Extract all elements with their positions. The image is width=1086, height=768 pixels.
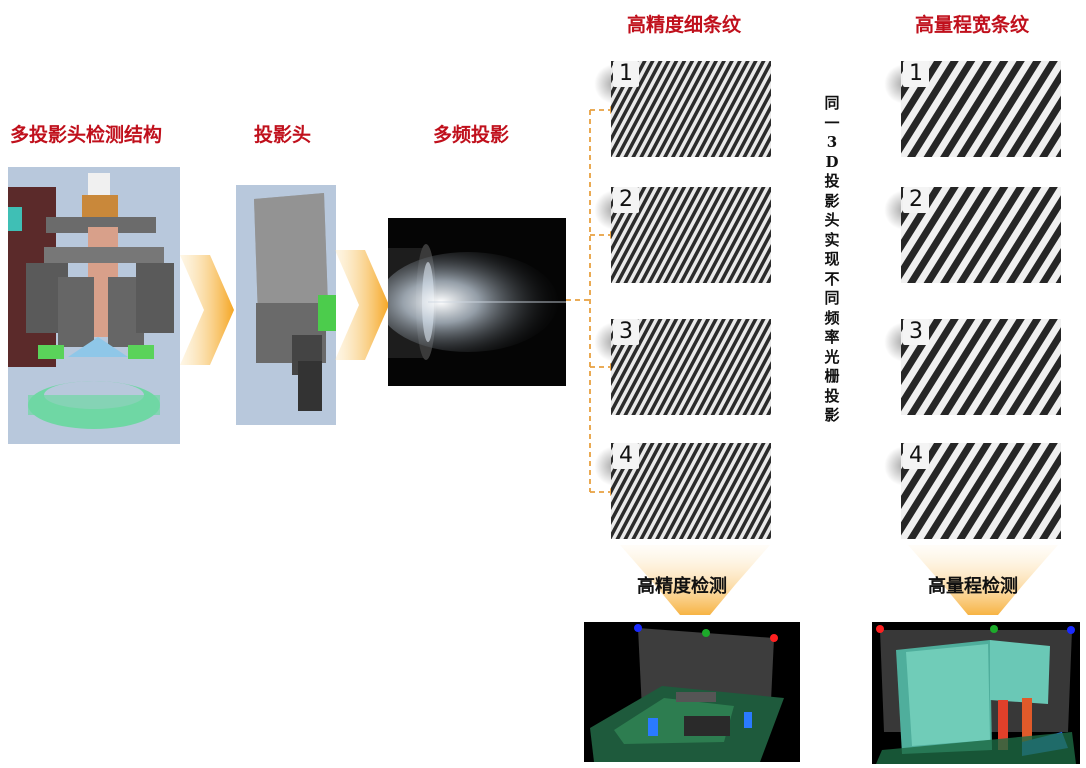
wide-panel-number: 1 xyxy=(903,61,929,87)
high-precision-detection-label: 高精度检测 xyxy=(637,576,727,597)
fine-panel-number: 2 xyxy=(613,187,639,213)
multi-freq-title: 多频投影 xyxy=(433,124,510,146)
vertical-char: 光 xyxy=(824,347,840,366)
down-arrow-wide xyxy=(908,545,1058,615)
flow-arrow-1 xyxy=(180,255,234,365)
vertical-char: 率 xyxy=(824,328,840,346)
fine-panel-number: 1 xyxy=(613,61,639,87)
dashed-connector xyxy=(566,106,616,496)
vertical-char: 影 xyxy=(824,406,840,424)
vertical-char: 同 xyxy=(824,289,840,307)
wide-panel-number: 4 xyxy=(903,443,929,469)
vertical-char: 栅 xyxy=(824,367,840,385)
high-range-detection-label: 高量程检测 xyxy=(928,576,1018,597)
vertical-char: 一 xyxy=(824,113,840,132)
vertical-char: 头 xyxy=(824,211,840,229)
fine-panel-number: 3 xyxy=(613,319,639,345)
multi-projector-structure-image xyxy=(8,167,180,444)
vertical-char: 频 xyxy=(824,308,840,327)
multi-frequency-projection-image xyxy=(378,218,566,386)
vertical-char: 3 xyxy=(826,133,838,151)
projector-title: 投影头 xyxy=(254,124,312,146)
wide-fringe-title: 高量程宽条纹 xyxy=(915,14,1030,36)
projector-head-image xyxy=(236,185,336,425)
wide-panel-number: 3 xyxy=(903,319,929,345)
vertical-char: 同 xyxy=(824,94,840,112)
vertical-char: 投 xyxy=(824,386,840,405)
structure-title: 多投影头检测结构 xyxy=(10,124,163,146)
vertical-char: 影 xyxy=(824,191,840,210)
vertical-char: 不 xyxy=(824,269,840,288)
vertical-char: 现 xyxy=(824,250,840,268)
flow-arrow-2 xyxy=(335,250,389,360)
wide-panel-number: 2 xyxy=(903,187,929,213)
down-arrow-fine xyxy=(620,545,770,615)
fine-panel-number: 4 xyxy=(613,443,639,469)
high-range-result-image xyxy=(872,622,1080,764)
fine-fringe-title: 高精度细条纹 xyxy=(627,14,742,36)
vertical-char: D xyxy=(825,152,839,171)
vertical-char: 实 xyxy=(824,230,840,249)
vertical-char: 投 xyxy=(824,172,840,190)
high-precision-result-image xyxy=(584,622,800,762)
